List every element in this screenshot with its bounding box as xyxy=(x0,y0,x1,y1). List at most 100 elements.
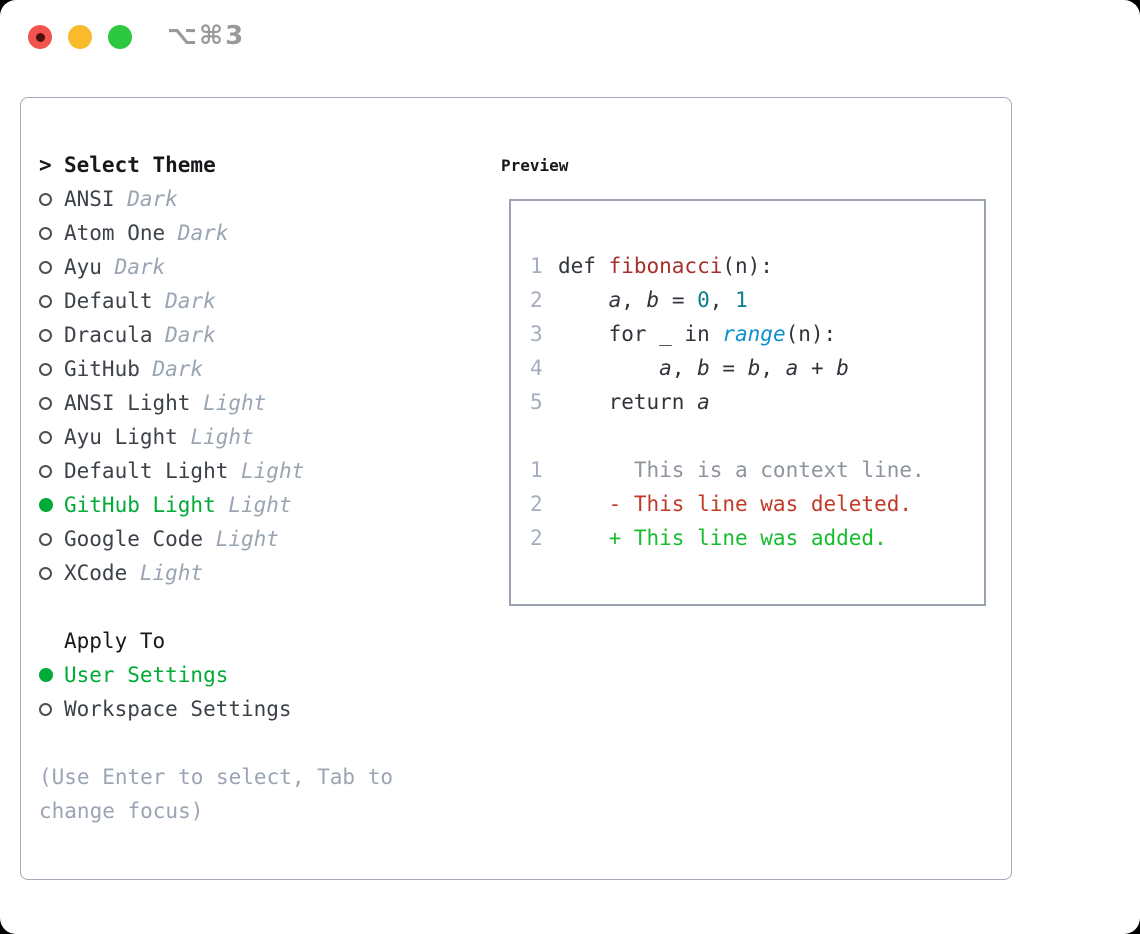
theme-item-label: XCode xyxy=(64,561,128,585)
window-title: ⌥⌘3 xyxy=(167,21,246,51)
theme-item-ansi-light[interactable]: ANSI Light Light xyxy=(39,386,501,420)
theme-variant-tag: Light xyxy=(215,493,292,517)
line-number: 5 xyxy=(530,390,543,414)
theme-item-github-light[interactable]: GitHub Light Light xyxy=(39,488,501,522)
theme-variant-tag: Dark xyxy=(152,323,216,347)
preview-header-row: Preview xyxy=(501,148,986,182)
zoom-button[interactable] xyxy=(108,25,132,49)
theme-item-atom-one[interactable]: Atom One Dark xyxy=(39,216,501,250)
theme-item-ayu[interactable]: Ayu Dark xyxy=(39,250,501,284)
line-number: 2 xyxy=(530,526,543,550)
radio-unselected-icon xyxy=(39,226,64,240)
radio-selected-icon xyxy=(39,668,64,682)
theme-variant-tag: Light xyxy=(177,425,254,449)
theme-item-label: Dracula xyxy=(64,323,153,347)
apply-option-label: Workspace Settings xyxy=(64,697,292,721)
radio-unselected-icon xyxy=(39,430,64,444)
theme-item-label: Ayu Light xyxy=(64,425,178,449)
theme-variant-tag: Dark xyxy=(152,289,216,313)
theme-variant-tag: Dark xyxy=(101,255,166,279)
line-number: 2 xyxy=(530,288,543,312)
preview-header: Preview xyxy=(501,155,569,175)
line-number: 4 xyxy=(530,356,543,380)
radio-unselected-icon xyxy=(39,294,64,308)
radio-unselected-icon xyxy=(39,532,64,546)
theme-list-header-row: > Select Theme xyxy=(39,148,501,182)
spacer xyxy=(39,590,501,624)
theme-item-label: ANSI xyxy=(64,187,115,211)
radio-unselected-icon xyxy=(39,260,64,274)
line-content: for _ in range(n): xyxy=(558,322,837,346)
minimize-button[interactable] xyxy=(68,25,92,49)
theme-variant-tag: Light xyxy=(190,391,267,415)
theme-variant-tag: Dark xyxy=(139,357,204,381)
line-content: - This line was deleted. xyxy=(558,492,913,516)
theme-item-default[interactable]: Default Dark xyxy=(39,284,501,318)
theme-item-label: GitHub Light xyxy=(64,493,216,517)
apply-option-workspace-settings[interactable]: Workspace Settings xyxy=(39,692,501,726)
theme-item-ayu-light[interactable]: Ayu Light Light xyxy=(39,420,501,454)
line-content: + This line was added. xyxy=(558,526,887,550)
theme-item-label: ANSI Light xyxy=(64,391,191,415)
theme-item-dracula[interactable]: Dracula Dark xyxy=(39,318,501,352)
line-content: return a xyxy=(558,390,710,414)
radio-unselected-icon xyxy=(39,192,64,206)
code-line: 1 This is a context line. xyxy=(530,453,984,487)
line-content: a, b = b, a + b xyxy=(659,356,849,380)
radio-unselected-icon xyxy=(39,396,64,410)
theme-item-github[interactable]: GitHub Dark xyxy=(39,352,501,386)
prompt-icon: > xyxy=(39,153,52,177)
apply-option-label: User Settings xyxy=(64,663,229,687)
theme-item-label: Ayu xyxy=(64,255,102,279)
code-line: 5 return a xyxy=(530,385,984,419)
theme-item-default-light[interactable]: Default Light Light xyxy=(39,454,501,488)
theme-item-label: Atom One xyxy=(64,221,166,245)
theme-variant-tag: Light xyxy=(127,561,204,585)
theme-item-label: Google Code xyxy=(64,527,204,551)
window-titlebar: ⌥⌘3 xyxy=(0,0,1140,75)
line-number: 1 xyxy=(530,254,543,278)
code-line: 3 for _ in range(n): xyxy=(530,317,984,351)
apply-to-header-row: Apply To xyxy=(39,624,501,658)
code-line: 2 a, b = 0, 1 xyxy=(530,283,984,317)
radio-selected-icon xyxy=(39,498,64,512)
line-content: This is a context line. xyxy=(558,458,925,482)
theme-item-google-code[interactable]: Google Code Light xyxy=(39,522,501,556)
line-number: 1 xyxy=(530,458,543,482)
close-button[interactable] xyxy=(28,25,52,49)
radio-unselected-icon xyxy=(39,464,64,478)
apply-option-user-settings[interactable]: User Settings xyxy=(39,658,501,692)
line-content: a, b = 0, 1 xyxy=(608,288,748,312)
spacer xyxy=(39,726,501,760)
theme-variant-tag: Light xyxy=(228,459,305,483)
theme-variant-tag: Dark xyxy=(114,187,178,211)
radio-unselected-icon xyxy=(39,328,64,342)
apply-to-header: Apply To xyxy=(64,629,166,653)
line-number: 3 xyxy=(530,322,543,346)
theme-list-header: Select Theme xyxy=(64,153,216,177)
code-line: 2 + This line was added. xyxy=(530,521,984,555)
theme-variant-tag: Dark xyxy=(165,221,229,245)
record-dot-icon xyxy=(35,32,45,42)
code-line xyxy=(530,419,984,453)
theme-item-label: Default xyxy=(64,289,153,313)
code-line: 4 a, b = b, a + b xyxy=(530,351,984,385)
line-number: 2 xyxy=(530,492,543,516)
theme-item-xcode[interactable]: XCode Light xyxy=(39,556,501,590)
line-content: def fibonacci(n): xyxy=(558,254,773,278)
keyboard-hint: (Use Enter to select, Tab to change focu… xyxy=(39,765,394,823)
code-line: 2 - This line was deleted. xyxy=(530,487,984,521)
theme-item-ansi[interactable]: ANSI Dark xyxy=(39,182,501,216)
radio-unselected-icon xyxy=(39,566,64,580)
theme-item-label: GitHub xyxy=(64,357,140,381)
radio-unselected-icon xyxy=(39,362,64,376)
radio-unselected-icon xyxy=(39,702,64,716)
theme-item-label: Default Light xyxy=(64,459,229,483)
